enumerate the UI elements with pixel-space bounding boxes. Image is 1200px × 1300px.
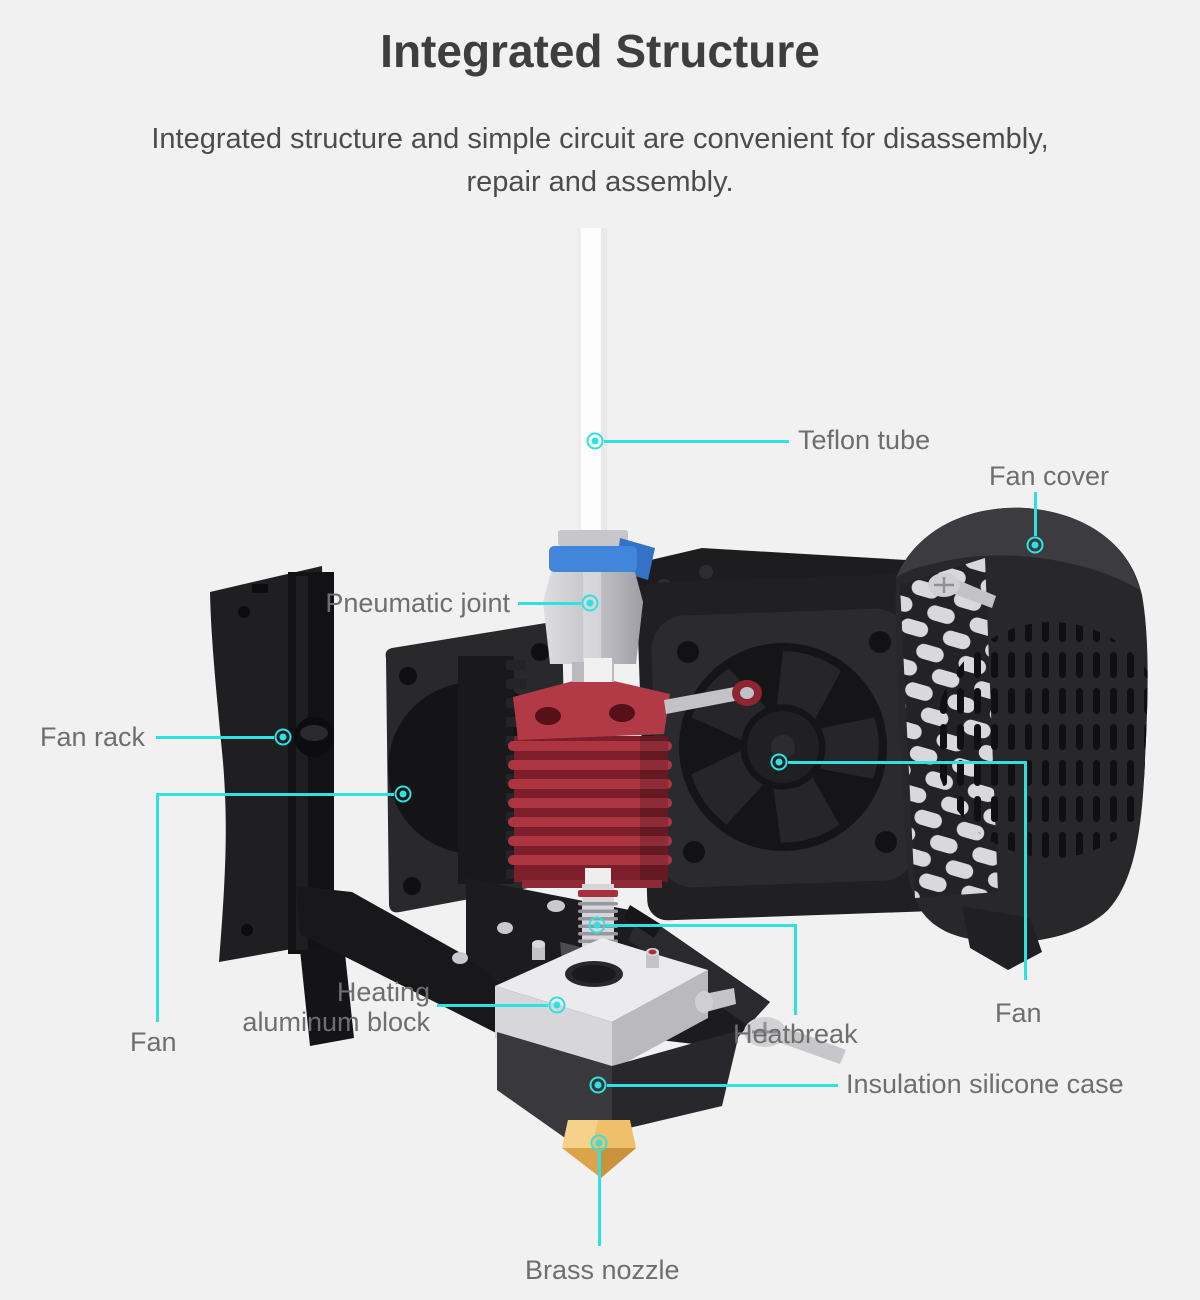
marker-insulation-case	[589, 1076, 607, 1094]
marker-pneumatic-joint	[581, 594, 599, 612]
label-fan-left: Fan	[130, 1027, 177, 1057]
marker-fan-rack	[274, 728, 292, 746]
leader-teflon-tube	[604, 440, 789, 443]
leader-heating-block	[437, 1004, 548, 1007]
marker-fan-right	[770, 753, 788, 771]
heating-block-part	[495, 938, 736, 1070]
label-fan-rack: Fan rack	[40, 722, 146, 752]
leader-heatbreak-h	[606, 924, 796, 927]
leader-fan-right-v	[1024, 761, 1027, 980]
marker-heatbreak	[588, 916, 606, 934]
fan-cover-part	[895, 507, 1148, 970]
label-heating-line-2: aluminum block	[242, 1007, 430, 1037]
marker-fan-left	[394, 785, 412, 803]
leader-fan-rack	[156, 736, 274, 739]
marker-heating-block	[548, 996, 566, 1014]
label-heating-line-1: Heating	[336, 977, 430, 1007]
pneumatic-joint-part	[543, 530, 655, 682]
label-insulation-case: Insulation silicone case	[846, 1069, 1124, 1099]
marker-fan-cover	[1026, 536, 1044, 554]
label-pneumatic-joint: Pneumatic joint	[325, 588, 510, 618]
teflon-tube-part	[577, 228, 607, 546]
marker-brass-nozzle	[590, 1134, 608, 1152]
leader-insulation-case	[607, 1084, 838, 1087]
label-heatbreak: Heatbreak	[733, 1019, 858, 1049]
leader-fan-right-h	[788, 761, 1026, 764]
label-brass-nozzle: Brass nozzle	[525, 1255, 680, 1285]
page-subtitle: Integrated structure and simple circuit …	[0, 118, 1200, 204]
leader-fan-cover	[1034, 492, 1037, 536]
page-title: Integrated Structure	[380, 25, 820, 77]
label-fan-cover: Fan cover	[989, 461, 1110, 491]
label-teflon-tube: Teflon tube	[798, 425, 931, 455]
label-heating-aluminum-block: Heating aluminum block	[242, 977, 430, 1037]
leader-brass-nozzle	[598, 1152, 601, 1246]
leader-fan-left-v	[156, 793, 159, 1022]
subtitle-line-1: Integrated structure and simple circuit …	[151, 123, 1049, 155]
label-fan-right: Fan	[995, 998, 1042, 1028]
leader-fan-left-h	[156, 793, 394, 796]
leader-pneumatic-joint	[518, 602, 581, 605]
marker-teflon-tube	[586, 432, 604, 450]
screws-part	[452, 573, 996, 1064]
leader-heatbreak-v	[794, 924, 797, 1015]
subtitle-line-2: repair and assembly.	[466, 166, 734, 198]
